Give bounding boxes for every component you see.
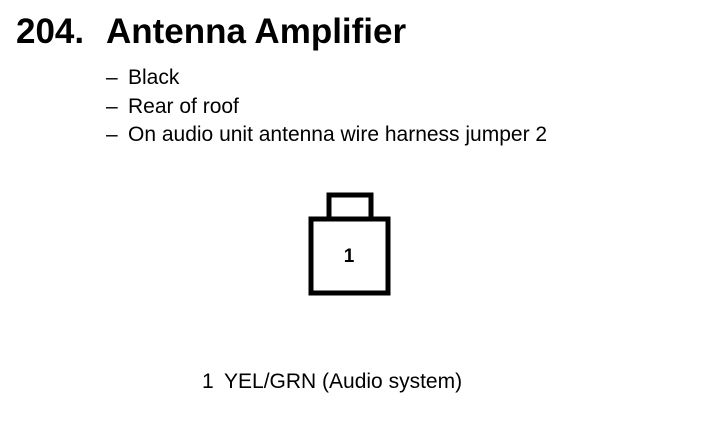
detail-harness: –On audio unit antenna wire harness jump… [106, 121, 547, 150]
title-number: 204. [16, 12, 85, 51]
pin-description: YEL/GRN (Audio system) [224, 370, 463, 393]
connector-latch [326, 192, 374, 223]
detail-location: –Rear of roof [106, 93, 547, 122]
detail-list: –Black –Rear of roof –On audio unit ante… [106, 64, 547, 150]
detail-text: On audio unit antenna wire harness jumpe… [128, 123, 548, 146]
detail-color: –Black [106, 64, 547, 93]
detail-text: Black [128, 66, 180, 89]
pin-number: 1 [202, 370, 214, 393]
detail-dash: – [106, 123, 118, 146]
detail-dash: – [106, 66, 118, 89]
title-text: Antenna Amplifier [106, 12, 407, 51]
detail-text: Rear of roof [128, 94, 239, 118]
pin-row: 1 YEL/GRN (Audio system) [202, 369, 462, 395]
pin-list: 1 YEL/GRN (Audio system) [202, 369, 462, 395]
connector-body [308, 216, 391, 296]
connector-diagram: 1 [308, 192, 391, 296]
page-title: 204. Antenna Amplifier [16, 10, 406, 54]
detail-dash: – [106, 94, 118, 118]
connector-pin-label: 1 [344, 246, 355, 267]
